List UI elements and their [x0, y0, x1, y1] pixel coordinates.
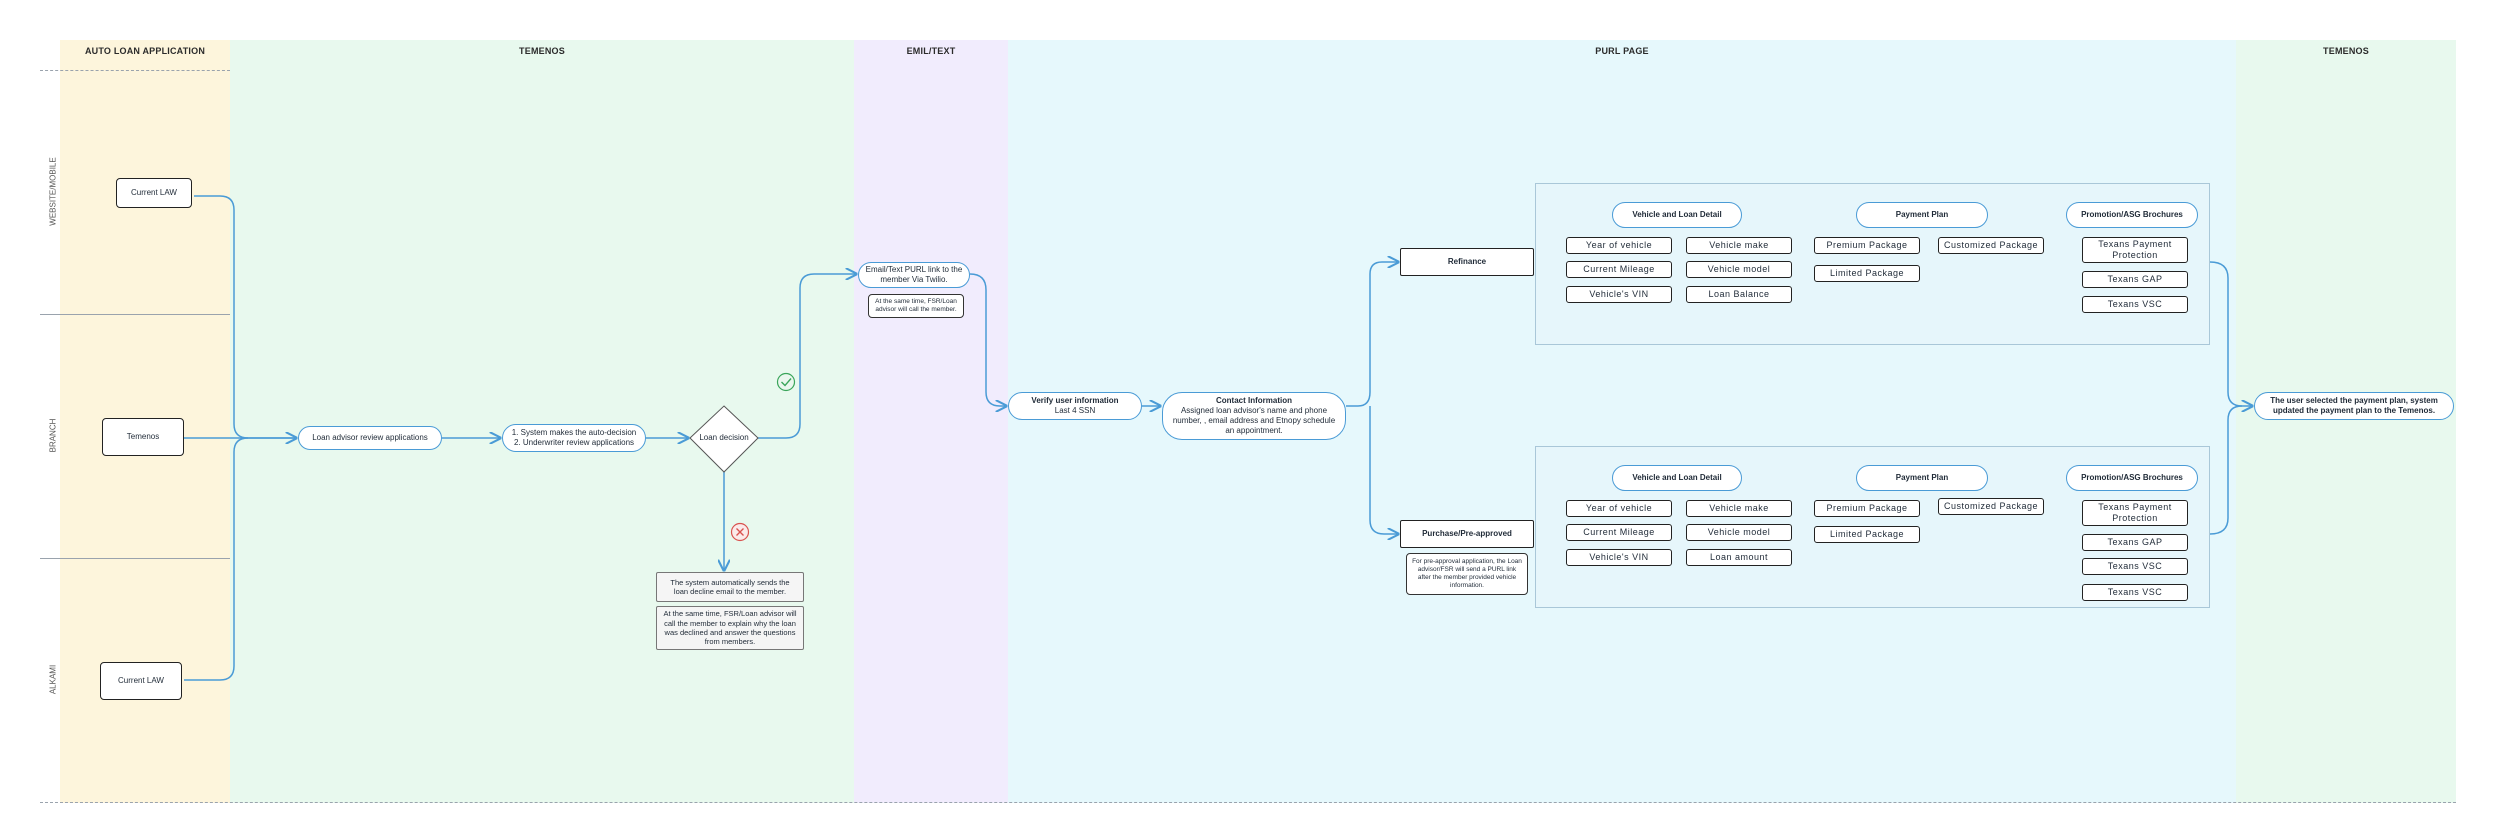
contact-information-sub: Assigned loan advisor's name and phone n… — [1172, 406, 1336, 435]
lane-title-auto-loan: AUTO LOAN APPLICATION — [84, 46, 206, 56]
lane-email-text — [854, 40, 1008, 803]
email-text-purl-node[interactable]: Email/Text PURL link to the member Via T… — [858, 262, 970, 288]
connector-approve — [758, 274, 856, 439]
refinance-loan-balance[interactable]: Loan Balance — [1686, 286, 1792, 303]
lane-title-email-text: EMIL/TEXT — [906, 46, 956, 56]
refinance-vehicle-header[interactable]: Vehicle and Loan Detail — [1612, 202, 1742, 228]
purchase-limited-package[interactable]: Limited Package — [1814, 526, 1920, 543]
row-separator-1 — [40, 314, 230, 315]
purchase-promo-header[interactable]: Promotion/ASG Brochures — [2066, 465, 2198, 491]
purchase-current-mileage[interactable]: Current Mileage — [1566, 524, 1672, 541]
contact-information-title: Contact Information — [1216, 396, 1292, 405]
refinance-year-of-vehicle[interactable]: Year of vehicle — [1566, 237, 1672, 254]
purchase-loan-amount[interactable]: Loan amount — [1686, 549, 1792, 566]
purchase-preapproved-node[interactable]: Purchase/Pre-approved — [1400, 520, 1534, 548]
connector-refinance-to-final — [2209, 261, 2252, 406]
purchase-vehicle-model[interactable]: Vehicle model — [1686, 524, 1792, 541]
purchase-vehicle-header[interactable]: Vehicle and Loan Detail — [1612, 465, 1742, 491]
current-law-website-node[interactable]: Current LAW — [116, 178, 192, 208]
purchase-texans-vsc[interactable]: Texans VSC — [2082, 558, 2188, 575]
lane-title-temenos-final: TEMENOS — [2323, 46, 2369, 56]
refinance-texans-vsc[interactable]: Texans VSC — [2082, 296, 2188, 313]
refinance-current-mileage[interactable]: Current Mileage — [1566, 261, 1672, 278]
refinance-limited-package[interactable]: Limited Package — [1814, 265, 1920, 282]
purchase-texans-gap[interactable]: Texans GAP — [2082, 534, 2188, 551]
lane-title-temenos: TEMENOS — [519, 46, 565, 56]
refinance-vehicle-vin[interactable]: Vehicle's VIN — [1566, 286, 1672, 303]
lane-title-purl-page: PURL PAGE — [1595, 46, 1649, 56]
connector-purchase-to-final — [2209, 405, 2243, 535]
decline-email-note: The system automatically sends the loan … — [656, 572, 804, 602]
final-payment-plan-node[interactable]: The user selected the payment plan, syst… — [2254, 392, 2454, 420]
purchase-customized-package[interactable]: Customized Package — [1938, 498, 2044, 515]
connector-to-purchase — [1369, 406, 1398, 534]
purchase-year-of-vehicle[interactable]: Year of vehicle — [1566, 500, 1672, 517]
refinance-premium-package[interactable]: Premium Package — [1814, 237, 1920, 254]
contact-information-node[interactable]: Contact Information Assigned loan adviso… — [1162, 392, 1346, 440]
verify-user-title: Verify user information — [1031, 396, 1119, 405]
connector-email-to-verify — [969, 273, 1006, 406]
refinance-texans-payment-protection[interactable]: Texans Payment Protection — [2082, 237, 2188, 263]
loan-advisor-review-node[interactable]: Loan advisor review applications — [298, 426, 442, 450]
loan-decision-label[interactable]: Loan decision — [699, 433, 749, 442]
purchase-vehicle-make[interactable]: Vehicle make — [1686, 500, 1792, 517]
verify-user-node[interactable]: Verify user information Last 4 SSN — [1008, 392, 1142, 420]
verify-user-sub: Last 4 SSN — [1054, 406, 1096, 415]
check-circle-icon — [776, 372, 796, 392]
refinance-customized-package[interactable]: Customized Package — [1938, 237, 2044, 254]
purchase-vehicle-vin[interactable]: Vehicle's VIN — [1566, 549, 1672, 566]
refinance-payment-header[interactable]: Payment Plan — [1856, 202, 1988, 228]
decline-call-note: At the same time, FSR/Loan advisor will … — [656, 606, 804, 650]
email-call-note: At the same time, FSR/Loan advisor will … — [868, 294, 964, 318]
loan-decision-diamond — [689, 405, 759, 473]
row-separator-top — [40, 70, 230, 71]
lane-temenos-final — [2236, 40, 2456, 803]
row-separator-bottom — [40, 802, 2456, 803]
purchase-payment-header[interactable]: Payment Plan — [1856, 465, 1988, 491]
purchase-note: For pre-approval application, the Loan a… — [1406, 553, 1528, 595]
connector-current-law-top — [194, 195, 296, 438]
x-circle-icon — [730, 522, 750, 542]
temenos-branch-node[interactable]: Temenos — [102, 418, 184, 456]
purchase-texans-payment-protection[interactable]: Texans Payment Protection — [2082, 500, 2188, 526]
refinance-texans-gap[interactable]: Texans GAP — [2082, 271, 2188, 288]
lane-temenos — [230, 40, 854, 803]
refinance-vehicle-model[interactable]: Vehicle model — [1686, 261, 1792, 278]
row-separator-2 — [40, 558, 230, 559]
auto-decision-line-1: 1. System makes the auto-decision — [511, 428, 637, 437]
refinance-node[interactable]: Refinance — [1400, 248, 1534, 276]
current-law-alkami-node[interactable]: Current LAW — [100, 662, 182, 700]
auto-decision-line-2: 2. Underwriter review applications — [513, 438, 635, 447]
purchase-texans-vsc-2[interactable]: Texans VSC — [2082, 584, 2188, 601]
refinance-vehicle-make[interactable]: Vehicle make — [1686, 237, 1792, 254]
refinance-promo-header[interactable]: Promotion/ASG Brochures — [2066, 202, 2198, 228]
connector-to-refinance — [1346, 262, 1398, 407]
auto-decision-node[interactable]: 1. System makes the auto-decision 2. Und… — [502, 424, 646, 452]
connector-current-law-bottom — [184, 437, 249, 681]
purchase-premium-package[interactable]: Premium Package — [1814, 500, 1920, 517]
